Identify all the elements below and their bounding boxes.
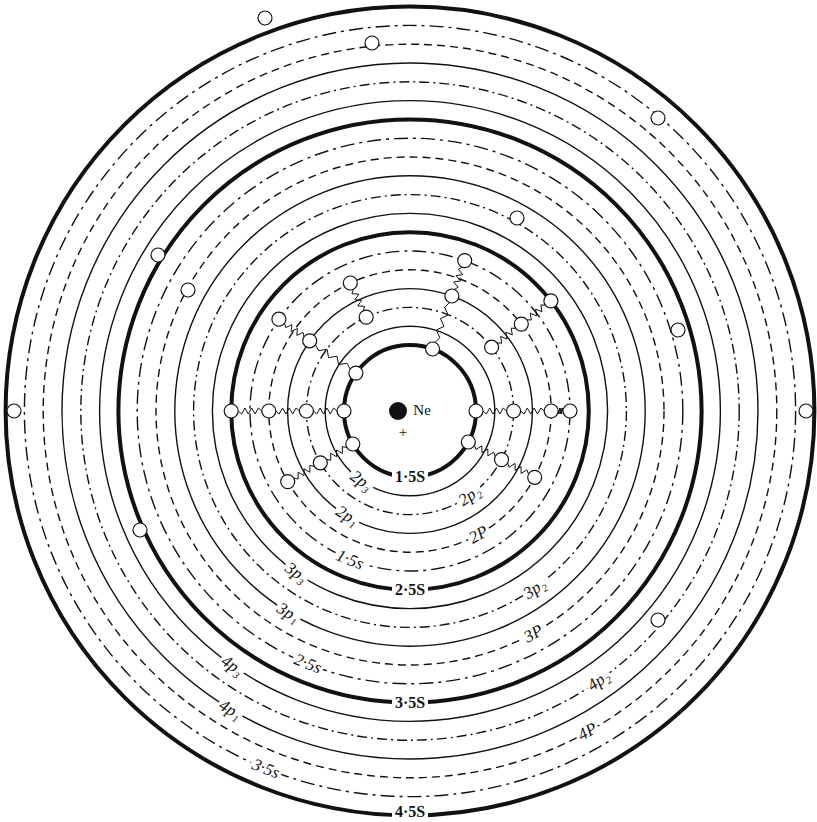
orbit-ring: [288, 289, 533, 534]
electron: [544, 294, 558, 308]
orbit-ring: [269, 270, 551, 552]
bond-zigzag: [497, 328, 516, 343]
shell-ring: [231, 232, 589, 590]
orbit-ring: [306, 307, 513, 514]
electron: [799, 404, 813, 418]
electron: [272, 312, 286, 326]
electron: [181, 283, 195, 297]
shell-ring: [6, 7, 815, 816]
electron: [563, 404, 577, 418]
element-symbol: Ne: [411, 403, 433, 418]
electron: [343, 276, 357, 290]
electron: [507, 404, 521, 418]
electron: [133, 523, 147, 537]
electron: [258, 11, 272, 25]
shell-label: 2·5S: [392, 582, 428, 598]
bond-zigzag: [521, 408, 545, 414]
orbit-ring: [212, 213, 607, 608]
bond-zigzag: [316, 345, 351, 369]
orbit-ring: [137, 138, 683, 684]
electron: [426, 342, 440, 356]
electron: [514, 317, 528, 331]
electron: [495, 453, 509, 467]
electron: [651, 613, 665, 627]
orbit-ring: [43, 44, 777, 778]
electron: [445, 289, 459, 303]
orbit-label: 3P: [519, 620, 547, 646]
orbit-ring: [100, 101, 721, 722]
electron: [151, 248, 165, 262]
electron: [281, 475, 295, 489]
bond-zigzag: [508, 463, 529, 474]
shell-label: 1·5S: [392, 469, 428, 485]
orbit-ring: [325, 326, 495, 496]
orbit-label: 3p₂: [518, 574, 550, 603]
bond-zigzag: [238, 408, 262, 414]
orbit-label: 2·5s: [290, 650, 326, 678]
bond-zigzag: [527, 305, 546, 320]
bond-zigzag: [294, 465, 314, 479]
electron: [485, 340, 499, 354]
bond-zigzag: [326, 447, 347, 461]
orbit-label: 4p₂: [583, 666, 615, 695]
orbit-ring: [62, 63, 758, 759]
bond-zigzag: [454, 267, 463, 289]
orbit-label: 3p₁: [273, 598, 305, 626]
orbit-label: 4p₃: [216, 651, 248, 680]
electron: [313, 456, 327, 470]
orbit-label: 4P: [574, 719, 602, 745]
bond-zigzag: [558, 408, 563, 414]
orbit-ring: [175, 176, 645, 646]
orbit-label: 3p₃: [281, 558, 313, 587]
shell-label: 3·5S: [392, 695, 428, 711]
electron: [461, 435, 475, 449]
electron: [510, 211, 524, 225]
bond-zigzag: [475, 445, 496, 456]
electron: [299, 404, 313, 418]
electron: [303, 334, 317, 348]
orbit-label: 4p₁: [215, 695, 247, 723]
electron: [671, 323, 685, 337]
bond-zigzag: [483, 408, 507, 414]
electron: [469, 404, 483, 418]
orbit-label: 3·5s: [248, 755, 284, 783]
orbit-ring: [24, 25, 795, 796]
orbit-ring: [81, 82, 739, 740]
bond-zigzag: [435, 303, 450, 343]
electron: [224, 404, 238, 418]
electron: [349, 366, 363, 380]
orbit-label: 1·5s: [332, 545, 368, 573]
shell-ring: [344, 345, 476, 477]
orbit-ring: [194, 195, 627, 628]
electron: [359, 310, 373, 324]
bond-zigzag: [352, 289, 365, 310]
element-symbol: +: [397, 425, 409, 440]
orbit-ring: [156, 157, 664, 665]
orbit-ring: [250, 251, 570, 571]
shell-ring: [118, 119, 701, 702]
shell-label: 4·5S: [392, 804, 428, 820]
orbit-label: 2p₁: [331, 502, 363, 530]
electron: [544, 404, 558, 418]
bond-zigzag: [276, 408, 300, 414]
electron: [346, 437, 360, 451]
electron: [458, 254, 472, 268]
electron: [337, 404, 351, 418]
orbit-label: 2P: [464, 522, 492, 548]
electron: [528, 470, 542, 484]
bond-zigzag: [285, 323, 304, 337]
bond-zigzag: [313, 408, 337, 414]
electron: [7, 404, 21, 418]
orbit-label: 2p₂: [454, 481, 486, 510]
nucleus-dot: [389, 402, 407, 420]
electron: [365, 36, 379, 50]
electron: [262, 404, 276, 418]
electron: [651, 111, 665, 125]
